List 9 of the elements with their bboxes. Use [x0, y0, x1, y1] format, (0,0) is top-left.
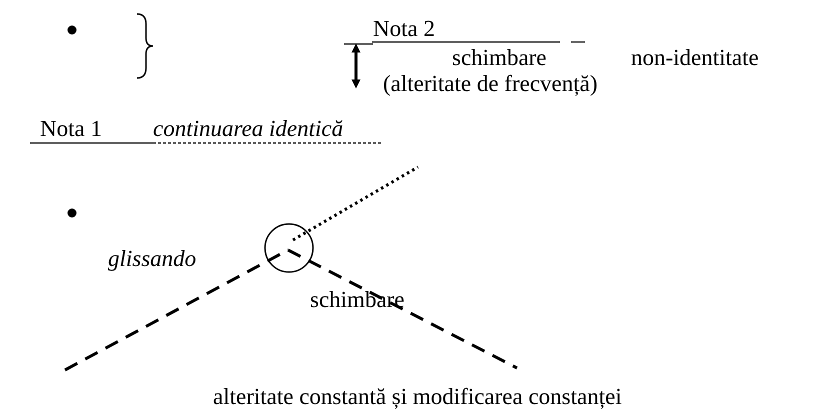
change-label: schimbare — [452, 45, 547, 71]
note-label: Nota 2 — [373, 16, 435, 42]
frequency-alterity-label: (alteritate de frecvență) — [383, 71, 598, 97]
non-identity-label: non-identitate — [631, 45, 759, 71]
constant-alterity-caption: alteritate constantă și modificarea constanței — [213, 384, 622, 410]
note-label: Nota 1 — [40, 116, 102, 142]
change-label: schimbare — [310, 287, 405, 313]
glissando-label: glissando — [108, 246, 196, 272]
identical-continuation-label: continuarea identică — [153, 116, 344, 142]
